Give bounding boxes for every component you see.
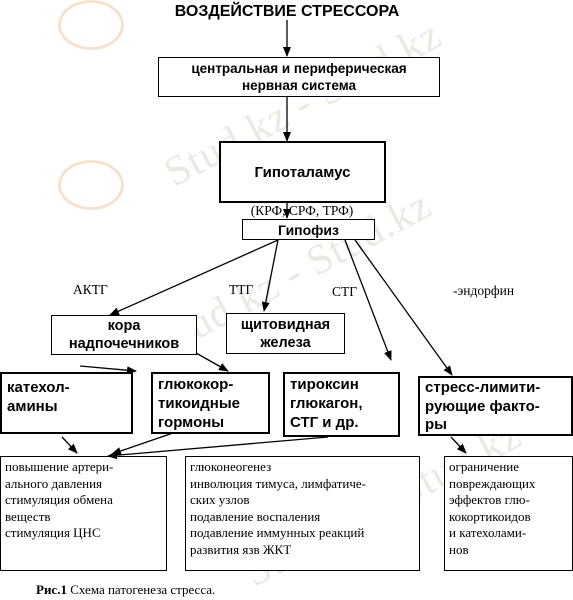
arrow-glucocorticoids-to-effects <box>111 432 174 455</box>
adrenal-cortex-line-1: кора <box>107 318 141 334</box>
effects-right-line: ограничение <box>449 459 520 474</box>
effects-left-line: стимуляция ЦНС <box>5 525 101 541</box>
hypothalamus-label: Гипоталамус <box>254 163 351 181</box>
thyroxine-line-1: тироксин <box>290 376 359 393</box>
glucocorticoids-line-2: тикоидные <box>158 395 240 412</box>
effects-left-box: повышение артери- ального давления стиму… <box>0 456 167 571</box>
catecholamines-line-1: катехол- <box>7 379 70 396</box>
effects-middle-line: глюконеогенез <box>190 459 272 474</box>
hypothalamus-box: Гипоталамус <box>219 141 386 203</box>
glucocorticoids-line-3: гормоны <box>158 414 225 431</box>
glucocorticoids-box: глюкокор- тикоидные гормоны <box>151 372 270 434</box>
figure-caption: Рис.1 Схема патогенеза стресса. <box>36 582 215 598</box>
thyroxine-line-3: СТГ и др. <box>290 414 359 431</box>
effects-right-line: эффектов глю- <box>449 492 530 508</box>
effects-right-line: кокортикоидов <box>449 508 531 524</box>
arrow-cortex-to-glucocorticoids <box>195 352 229 372</box>
figure-caption-label: Рис.1 <box>36 582 67 597</box>
arrow-thyroxine-to-effects <box>107 436 329 460</box>
pituitary-label: Гипофиз <box>277 221 340 238</box>
effects-right-line: повреждающих <box>449 475 536 491</box>
thyroid-line-2: железа <box>260 334 311 351</box>
effects-middle-line: развития язв ЖКТ <box>190 541 292 557</box>
effects-left-line: ального давления <box>5 475 103 491</box>
nervous-system-line-2: нервная система <box>241 78 357 93</box>
watermark-logo <box>58 0 124 50</box>
effects-left-line: веществ <box>5 508 51 524</box>
adrenal-cortex-line-2: надпочечников <box>68 336 180 352</box>
glucocorticoids-line-1: глюкокор- <box>158 376 234 393</box>
catecholamines-box: катехол- амины <box>0 372 133 434</box>
effects-middle-line: подавление иммунных реакций <box>190 525 365 541</box>
catecholamines-line-2: амины <box>7 398 58 415</box>
stress-limiting-line-1: стресс-лимити- <box>425 379 541 396</box>
thyroxine-box: тироксин глюкагон, СТГ и др. <box>283 372 400 437</box>
thyroid-line-1: щитовидная <box>240 316 331 333</box>
hormone-label-actg: АКТГ <box>73 282 108 297</box>
effects-middle-box: глюконеогенез инволюция тимуса, лимфатич… <box>185 456 420 571</box>
hormone-label-stg: СТГ <box>332 284 358 299</box>
nervous-system-box: центральная и периферическая нервная сис… <box>158 57 440 97</box>
stress-limiting-line-3: ры <box>425 416 447 433</box>
hormone-label-endorphin: -эндорфин <box>453 283 515 298</box>
effects-right-line: и катехолами- <box>449 525 527 541</box>
nervous-system-line-1: центральная и периферическая <box>191 61 407 76</box>
arrow-cortex-to-catecholamines <box>79 365 137 375</box>
effects-middle-line: ских узлов <box>190 492 250 508</box>
stress-limiting-box: стресс-лимити- рующие факто- ры <box>418 376 573 436</box>
diagram-title: ВОЗДЕЙСТВИЕ СТРЕССОРА <box>174 3 400 20</box>
watermark-logo <box>58 160 124 210</box>
figure-caption-text: Схема патогенеза стресса. <box>66 582 216 597</box>
thyroxine-line-2: глюкагон, <box>290 395 363 412</box>
adrenal-cortex-box: кора надпочечников <box>51 315 197 355</box>
effects-right-box: ограничение повреждающих эффектов глю- к… <box>444 456 573 571</box>
effects-middle-line: подавление воспаления <box>190 508 321 524</box>
stress-limiting-line-2: рующие факто- <box>425 397 540 415</box>
effects-left-line: повышение артери- <box>5 459 114 474</box>
releasing-factors-label: (КРФ, СРФ, ТРФ) <box>250 203 354 218</box>
pituitary-box: Гипофиз <box>242 219 375 240</box>
effects-left-line: стимуляция обмена <box>5 492 113 508</box>
effects-middle-line: инволюция тимуса, лимфатиче- <box>190 475 367 491</box>
effects-right-line: нов <box>449 541 469 557</box>
arrow-catecholamines-to-effects <box>61 436 78 454</box>
hormone-label-ttg: ТТГ <box>229 282 254 297</box>
thyroid-box: щитовидная железа <box>226 313 345 354</box>
